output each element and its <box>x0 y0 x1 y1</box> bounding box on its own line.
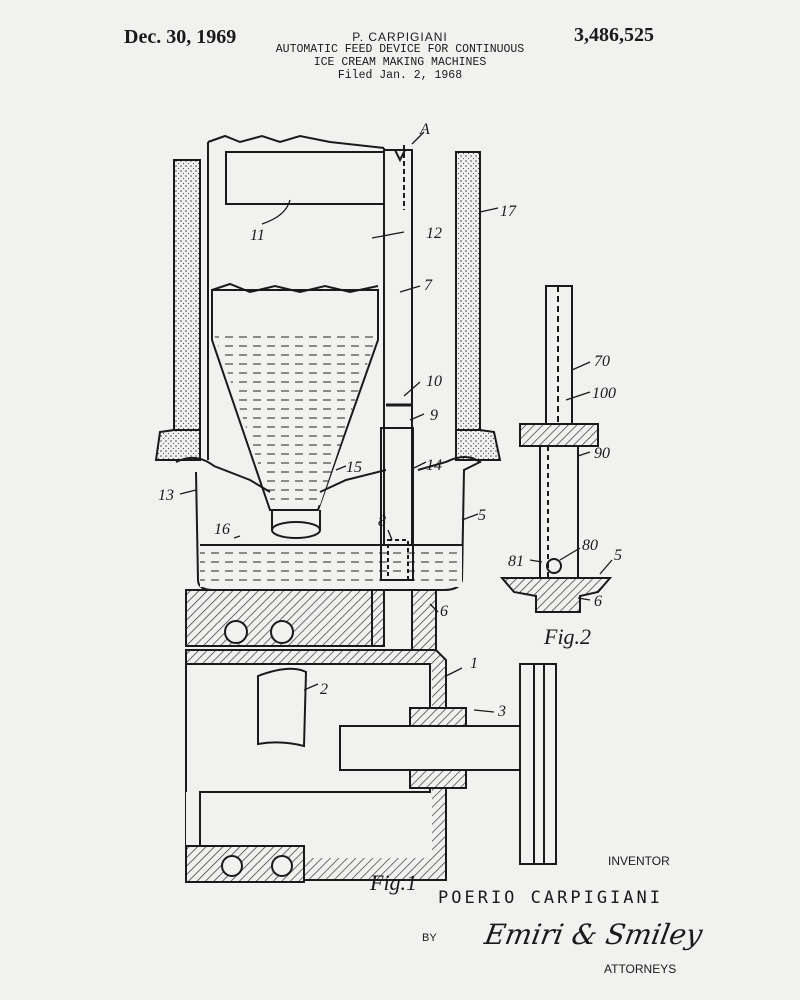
left-flange <box>156 430 200 460</box>
ref-13: 13 <box>158 487 174 504</box>
fig1-caption: Fig.1 <box>369 870 417 895</box>
attorney-signature: Emiri & Smiley <box>482 918 705 951</box>
ref-16: 16 <box>214 521 230 538</box>
ref-70: 70 <box>594 353 610 370</box>
bearing <box>410 708 466 726</box>
ref-10: 10 <box>426 373 442 390</box>
ref-80: 80 <box>582 537 598 554</box>
ref-fig2-6: 6 <box>594 593 602 610</box>
attorneys-label: ATTORNEYS <box>604 962 676 976</box>
ref-1: 1 <box>470 655 478 672</box>
ref-81: 81 <box>508 553 524 570</box>
fig2-knurl <box>520 424 598 446</box>
ref-7: 7 <box>424 277 433 294</box>
ref-100: 100 <box>592 385 616 402</box>
right-flange <box>456 430 500 460</box>
ref-15: 15 <box>346 459 362 476</box>
inventor-written-name: POERIO CARPIGIANI <box>438 888 663 908</box>
pulley <box>520 664 556 864</box>
by-label: BY <box>422 932 437 944</box>
ref-14: 14 <box>426 457 442 474</box>
ref-6: 6 <box>440 603 448 620</box>
ref-11: 11 <box>250 227 265 244</box>
left-outer-wall <box>174 160 200 432</box>
ref-5: 5 <box>478 507 486 524</box>
curved-plate <box>258 669 306 746</box>
ref-A: A <box>419 121 430 138</box>
shaft-3 <box>340 726 530 770</box>
ref-8: 8 <box>378 513 386 530</box>
ref-fig2-5: 5 <box>614 547 622 564</box>
ref-17: 17 <box>500 203 517 220</box>
ref-90: 90 <box>594 445 610 462</box>
ref-3: 3 <box>497 703 506 720</box>
container-top-break <box>208 136 384 148</box>
ref-9: 9 <box>430 407 438 424</box>
ref-2: 2 <box>320 681 328 698</box>
ref-12: 12 <box>426 225 442 242</box>
basin-liquid <box>200 545 462 587</box>
funnel-outlet <box>272 522 320 538</box>
fig2-caption: Fig.2 <box>543 624 591 649</box>
right-outer-wall <box>456 152 480 432</box>
block-11 <box>226 152 384 204</box>
feed-tube <box>384 150 412 580</box>
fig2-body-90 <box>540 446 578 578</box>
inventor-label: INVENTOR <box>608 854 670 868</box>
